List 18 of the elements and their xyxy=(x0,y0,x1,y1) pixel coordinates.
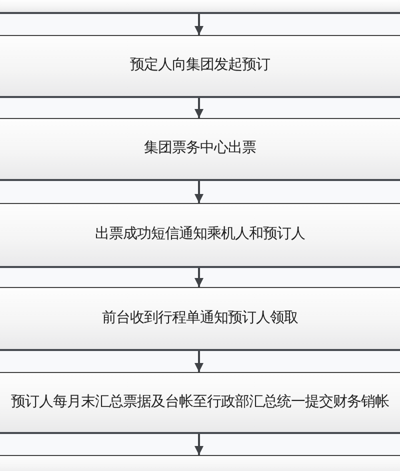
arrow xyxy=(194,351,204,372)
step-label: 预定人向集团发起预订 xyxy=(130,57,270,75)
arrow xyxy=(194,181,204,203)
arrow xyxy=(194,268,204,287)
arrow xyxy=(194,434,204,455)
process-box xyxy=(0,0,400,14)
step-label: 集团票务中心出票 xyxy=(144,140,256,158)
process-box xyxy=(0,203,400,268)
process-box xyxy=(0,287,400,351)
process-box xyxy=(0,35,400,98)
arrow xyxy=(194,14,204,35)
process-box xyxy=(0,118,400,181)
step-label: 前台收到行程单通知预订人领取 xyxy=(102,310,298,328)
step-label: 出票成功短信通知乘机人和预订人 xyxy=(95,226,305,244)
arrow xyxy=(194,98,204,118)
process-box xyxy=(0,372,400,434)
process-box xyxy=(0,455,400,471)
step-label: 预订人每月末汇总票据及台帐至行政部汇总统一提交财务销帐 xyxy=(11,394,389,412)
